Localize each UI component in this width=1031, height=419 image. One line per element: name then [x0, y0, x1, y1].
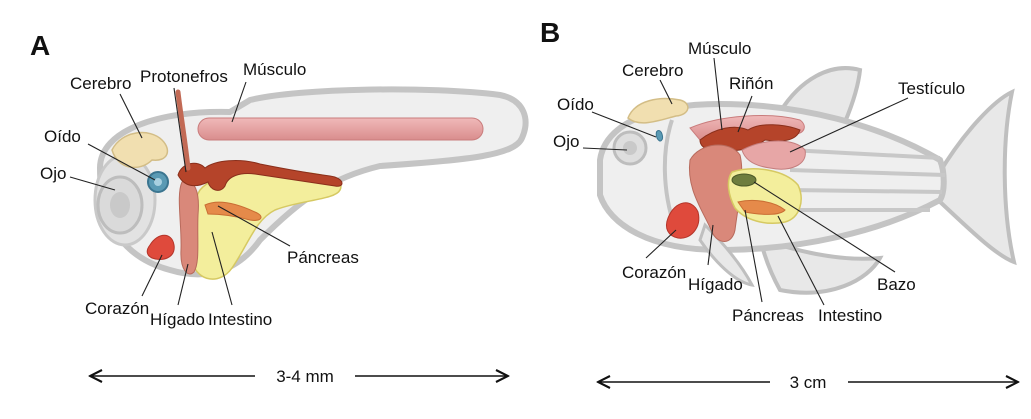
label-b-rinon: Riñón	[729, 74, 773, 93]
label-b-corazon: Corazón	[622, 263, 686, 282]
adult-tail-fin	[938, 92, 1014, 262]
panel-a-letter: A	[30, 30, 50, 61]
label-b-musculo: Músculo	[688, 39, 751, 58]
label-a-corazon: Corazón	[85, 299, 149, 318]
adult-spleen	[732, 174, 756, 186]
larva-liver	[179, 181, 198, 274]
scale-bar-b: 3 cm	[598, 373, 1018, 392]
label-b-bazo: Bazo	[877, 275, 916, 294]
label-b-testiculo: Testículo	[898, 79, 965, 98]
label-a-protonefros: Protonefros	[140, 67, 228, 86]
label-b-oido: Oído	[557, 95, 594, 114]
label-a-oido: Oído	[44, 127, 81, 146]
label-a-pancreas: Páncreas	[287, 248, 359, 267]
label-b-intestino: Intestino	[818, 306, 882, 325]
adult-fish-illustration	[600, 68, 1014, 293]
label-a-musculo: Músculo	[243, 60, 306, 79]
panel-b-letter: B	[540, 17, 560, 48]
label-b-higado: Hígado	[688, 275, 743, 294]
label-a-ojo: Ojo	[40, 164, 66, 183]
label-b-cerebro: Cerebro	[622, 61, 683, 80]
scale-a-label: 3-4 mm	[276, 367, 334, 386]
label-b-ojo: Ojo	[553, 132, 579, 151]
label-a-higado: Hígado	[150, 310, 205, 329]
panel-a: A	[30, 30, 526, 386]
label-a-intestino: Intestino	[208, 310, 272, 329]
panel-b: B	[540, 17, 1018, 392]
larva-muscle	[198, 118, 483, 140]
scale-bar-a: 3-4 mm	[90, 367, 508, 386]
scale-b-label: 3 cm	[790, 373, 827, 392]
label-b-pancreas: Páncreas	[732, 306, 804, 325]
label-a-cerebro: Cerebro	[70, 74, 131, 93]
